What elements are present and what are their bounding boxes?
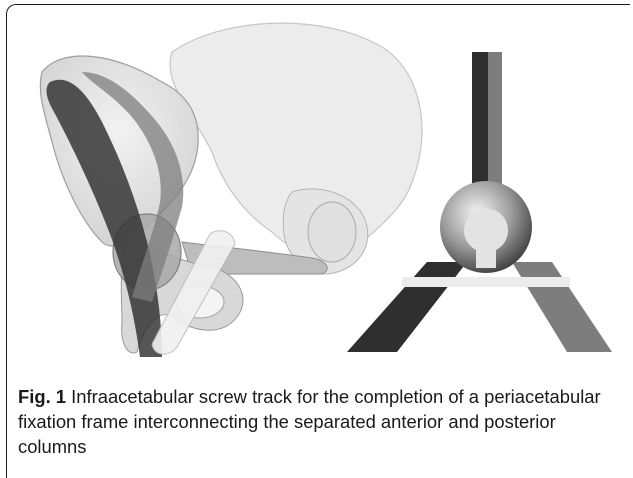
figure-illustration <box>22 12 622 372</box>
figure-caption: Fig. 1 Infraacetabular screw track for t… <box>18 384 618 459</box>
schematic-posterior-column-leg <box>347 262 467 352</box>
caption-text: Infraacetabular screw track for the comp… <box>18 386 601 457</box>
pelvis-3d-model <box>40 23 422 357</box>
caption-label: Fig. 1 <box>18 386 66 407</box>
pelvis-right-acetabulum <box>308 202 356 262</box>
schematic-screw-track <box>402 277 570 287</box>
schematic-anterior-column-leg <box>512 262 612 352</box>
